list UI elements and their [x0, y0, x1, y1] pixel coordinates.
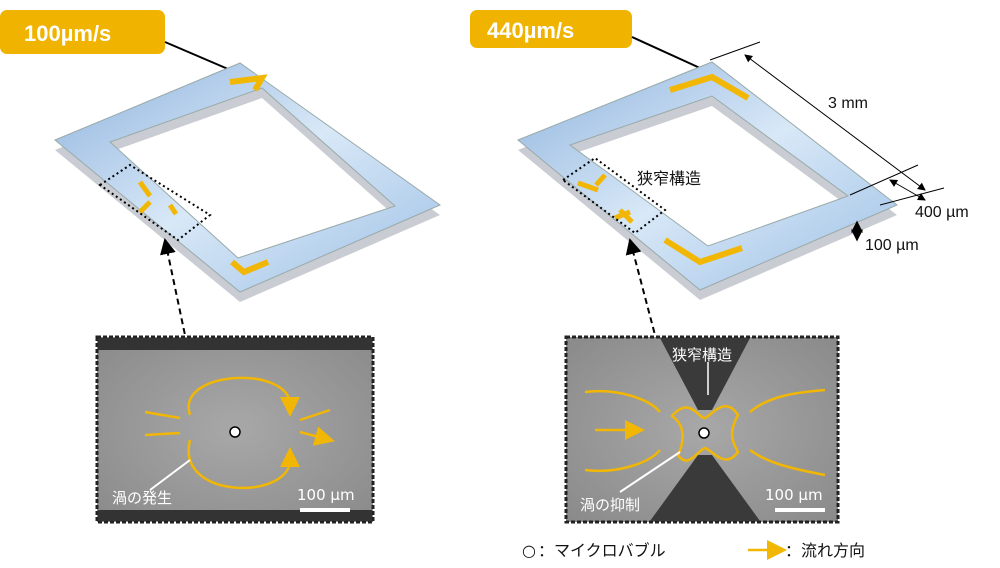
- legend-flow-label: ：流れ方向: [785, 541, 865, 560]
- badge-pointer-line: [164, 41, 236, 73]
- legend: ○ ：マイクロバブル ：流れ方向: [522, 540, 865, 560]
- micrograph-left: 渦の発生 100 µm: [95, 335, 375, 524]
- zoom-region-box: [98, 163, 212, 242]
- dimension-depth-label: 100 µm: [865, 237, 919, 254]
- microbubble-icon: [229, 426, 241, 438]
- vortex-label-right: 渦の抑制: [580, 496, 640, 514]
- legend-bubble-label: ：マイクロバブル: [538, 541, 666, 560]
- channel-chip-left: [54, 62, 442, 302]
- speed-badge-left-text: 100µm/s: [24, 21, 111, 46]
- vortex-label-left: 渦の発生: [112, 489, 172, 507]
- microbubble-icon: [698, 427, 710, 439]
- legend-bubble-symbol: ○: [522, 541, 536, 560]
- speed-badge-right-text: 440µm/s: [487, 18, 574, 43]
- zoom-pointer-arrow: [625, 238, 656, 336]
- dimension-width-label: 400 µm: [915, 204, 969, 221]
- scale-bar-label-right: 100 µm: [765, 486, 823, 504]
- left-panel: 100µm/s 渦の発生 100 µm: [0, 10, 442, 524]
- zoom-pointer-arrow: [160, 238, 186, 336]
- speed-badge-left: [0, 10, 165, 54]
- micro-constriction-label: 狭窄構造: [672, 346, 732, 364]
- right-panel: 440µm/s 3 mm 狭窄構造 400 µm 100 µm: [470, 10, 969, 524]
- scale-bar-left: [300, 508, 350, 512]
- badge-pointer-line: [631, 36, 701, 69]
- speed-badge-right: [470, 10, 632, 48]
- channel-chip-right: [517, 41, 945, 300]
- dimension-length-arrow: [744, 54, 926, 191]
- dimension-width-arrow: [889, 179, 926, 201]
- micrograph-right: 狭窄構造 渦の抑制 100 µm: [564, 335, 840, 524]
- zoom-region-box: [561, 156, 667, 235]
- constriction-label: 狭窄構造: [637, 169, 701, 188]
- scale-bar-label-left: 100 µm: [297, 486, 355, 504]
- scale-bar-right: [775, 508, 825, 512]
- dimension-length-label: 3 mm: [828, 95, 868, 112]
